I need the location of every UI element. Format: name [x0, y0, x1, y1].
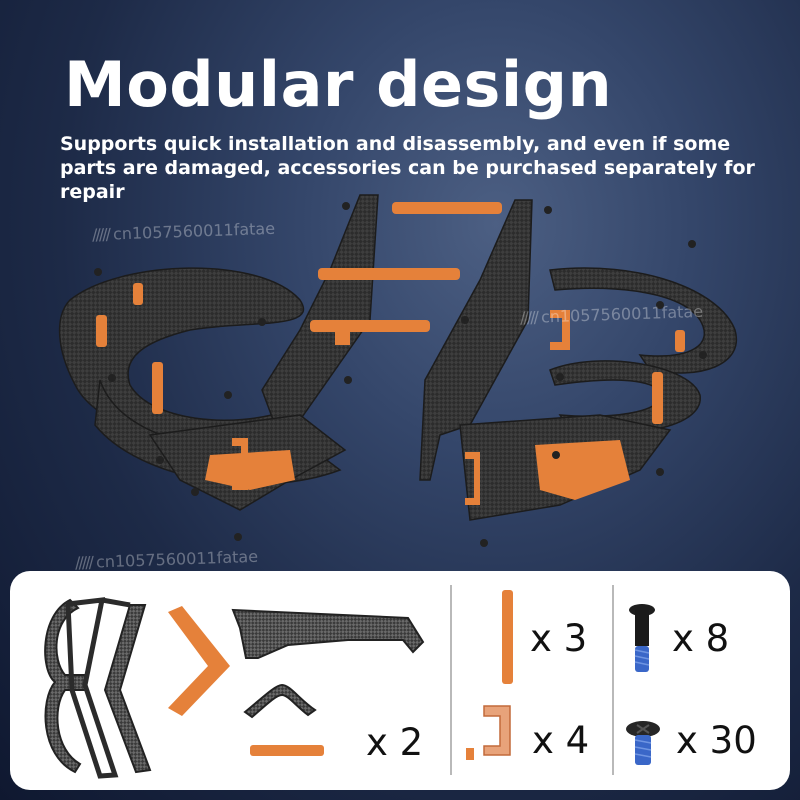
carbon-frame-icon	[44, 597, 152, 779]
scene-rod	[152, 362, 163, 414]
long-screws-quantity: x 8	[672, 617, 730, 660]
scene-rod	[675, 330, 685, 352]
left-ring-frame	[58, 267, 304, 442]
page-subtitle: Supports quick installation and disassem…	[60, 133, 755, 203]
scene-rod	[310, 320, 430, 332]
watermark-stripes: /////	[74, 552, 93, 573]
scene-screws	[94, 202, 707, 547]
short-screw-icon	[626, 721, 660, 765]
scene-rod	[652, 372, 663, 424]
scene-bracket	[335, 320, 350, 345]
scene-center-block	[535, 440, 630, 500]
long-screw-icon	[629, 604, 655, 672]
carbon-bridge-icon	[243, 683, 317, 719]
scene-rod	[133, 283, 143, 305]
scene-rod	[318, 268, 460, 280]
scene-center-block	[205, 450, 295, 490]
exploded-assembly-illustration	[58, 194, 738, 547]
orange-rod-icon	[250, 745, 324, 756]
short-screws-quantity: x 30	[676, 719, 757, 762]
page-title: Modular design	[64, 48, 613, 121]
right-tall-plate	[419, 199, 533, 481]
watermark-stripes: /////	[519, 307, 538, 328]
brackets-quantity: x 4	[532, 719, 590, 762]
orange-rod-icon	[502, 590, 513, 684]
scene-bracket	[550, 310, 570, 350]
scene-rod	[392, 202, 502, 214]
carbon-rail-icon	[231, 608, 425, 659]
scene-rod	[96, 315, 107, 347]
orange-bracket-icon	[466, 705, 511, 760]
frame-set-quantity: x 2	[366, 721, 424, 764]
scene-bracket	[465, 452, 480, 505]
panel-divider	[612, 585, 614, 775]
rods-quantity: x 3	[530, 617, 588, 660]
panel-divider	[450, 585, 452, 775]
watermark-stripes: /////	[91, 224, 110, 245]
orange-brace-icon	[168, 606, 230, 716]
